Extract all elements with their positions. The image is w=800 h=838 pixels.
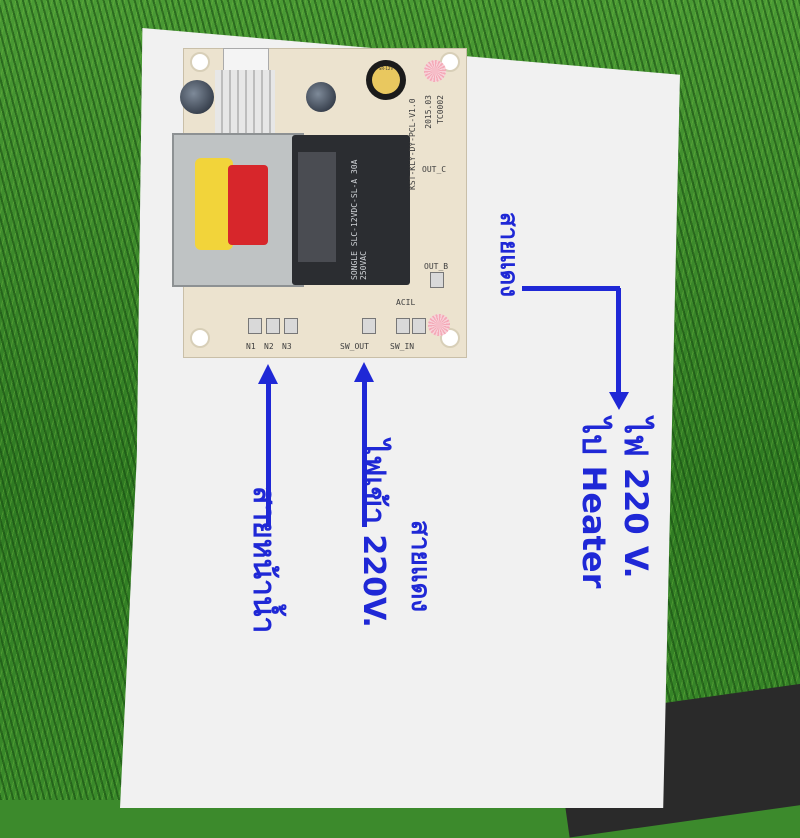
label-n2: N2	[264, 342, 274, 351]
label-n3: N3	[282, 342, 292, 351]
transformer-coil-red	[228, 165, 268, 245]
board-model-text: KST-KLY-DY-PCL-V1.0	[408, 98, 417, 190]
solder-pad	[424, 60, 446, 82]
arrow-input-head	[354, 362, 374, 382]
terminal-sw-in-2	[412, 318, 426, 334]
note-input-line1: สายแดง	[405, 520, 435, 613]
label-sw-out: SW_OUT	[340, 342, 369, 351]
heatsink	[215, 70, 275, 134]
mount-hole	[190, 52, 210, 72]
board-date-text: 2015.03	[424, 95, 433, 129]
capacitor-small	[306, 82, 336, 112]
terminal-sw-out	[362, 318, 376, 334]
terminal-n2	[266, 318, 280, 334]
note-heater-line2: ไป Heater	[575, 418, 613, 589]
relay-label: SONGLE SLC-12VDC-SL-A 30A 250VAC	[350, 159, 368, 280]
transformer-coil-yellow	[195, 158, 233, 250]
terminal-n3	[284, 318, 298, 334]
arrow-input	[362, 382, 367, 527]
arrow-heater-horizontal	[522, 286, 620, 291]
arrow-heater-vertical	[616, 288, 621, 394]
arrow-heater-head	[609, 392, 629, 410]
note-sensor: สายหน้าน้ำ	[246, 486, 281, 634]
capacitor-large	[180, 80, 214, 114]
label-out-b: OUT_B	[424, 262, 449, 271]
label-sw-in: SW_IN	[390, 342, 415, 351]
arrow-sensor-head	[258, 364, 278, 384]
note-input-line2: ไฟเข้า 220V.	[356, 440, 391, 628]
terminal-sw-in-1	[396, 318, 410, 334]
terminal-out-b	[430, 272, 444, 288]
board-code-text: TC0002	[436, 95, 445, 124]
label-out-c: OUT_C	[422, 165, 447, 174]
transformer	[172, 133, 304, 287]
terminal-n1	[248, 318, 262, 334]
note-red-wire: สายแดง	[495, 212, 523, 297]
mount-hole	[190, 328, 210, 348]
solder-pad	[428, 314, 450, 336]
relay-terminal	[298, 152, 336, 262]
arrow-sensor	[266, 382, 271, 527]
buzzer: SR-12V	[366, 60, 406, 100]
buzzer-label: SR-12V	[372, 66, 400, 94]
label-n1: N1	[246, 342, 256, 351]
label-acl: ACIL	[396, 298, 416, 307]
